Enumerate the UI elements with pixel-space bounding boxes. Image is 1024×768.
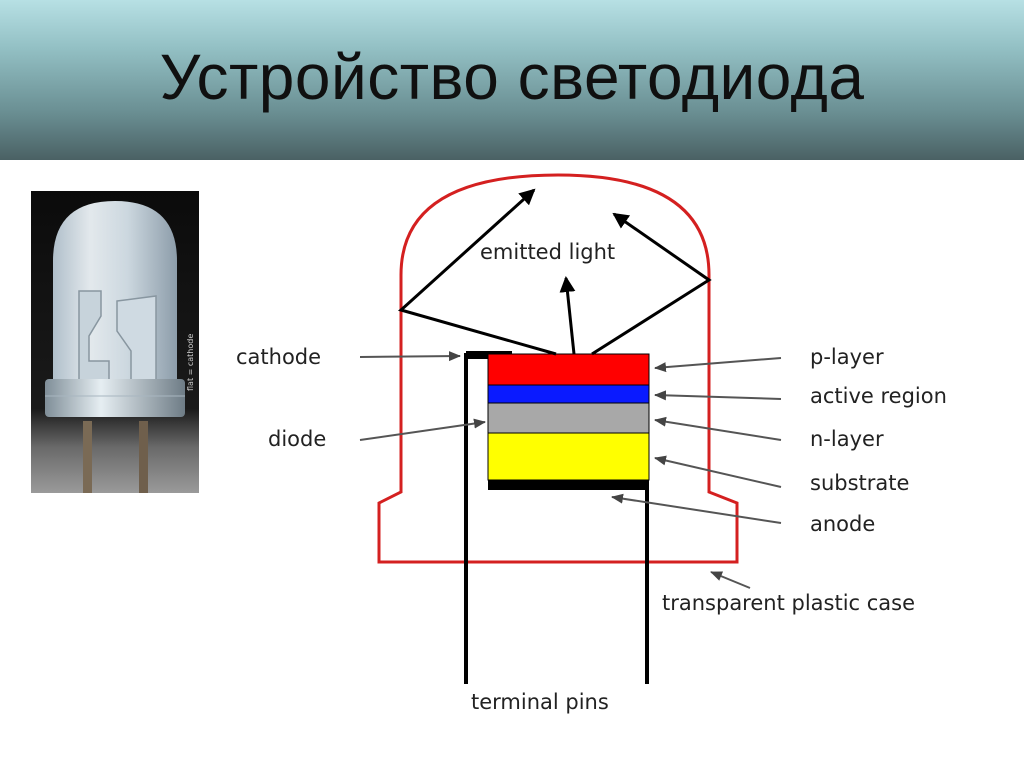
active-region-pointer [654,390,782,401]
plastic-case-outline [377,173,739,564]
light-ray-center [559,276,576,355]
label-cathode: cathode [236,345,322,369]
diode-pointer [359,418,486,441]
label-p-layer: p-layer [810,345,884,369]
n-layer-pointer [654,416,782,441]
p-layer-pointer [654,357,782,373]
led-photo: flat = cathode [31,191,199,493]
label-active-region: active region [810,384,947,408]
p-layer-block [487,353,650,386]
label-anode: anode [810,512,876,536]
case-pointer [710,571,751,589]
anode-pointer [611,493,782,524]
label-diode: diode [268,427,327,451]
label-emitted-light: emitted light [480,240,616,264]
light-ray-left [397,188,557,356]
substrate-pointer [654,455,782,488]
cathode-pointer [359,351,461,362]
n-layer-block [487,402,650,434]
title-banner [0,0,1024,160]
base-plate [488,480,649,490]
label-terminal-pins: terminal pins [471,690,609,714]
substrate-block [487,432,650,481]
light-ray-right [591,212,712,356]
label-transparent-plastic-case: transparent plastic case [662,591,916,615]
label-substrate: substrate [810,471,910,495]
slide-title: Устройство светодиода [159,41,865,113]
photo-side-text: flat = cathode [186,334,195,391]
label-n-layer: n-layer [810,427,884,451]
active-region-block [487,384,650,404]
